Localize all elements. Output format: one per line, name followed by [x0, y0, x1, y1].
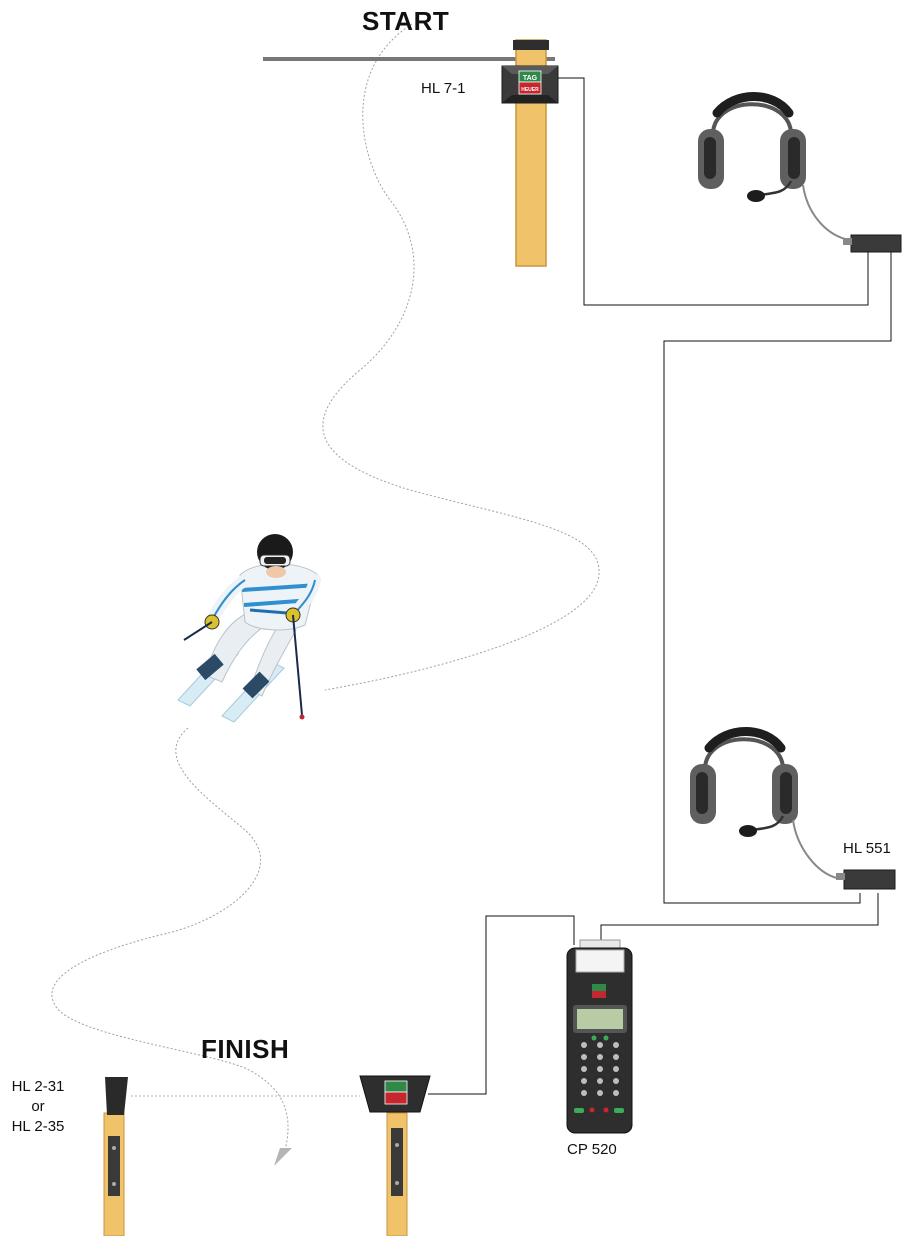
skier-figure — [178, 534, 318, 722]
cable-printer-to-finish — [428, 916, 574, 1094]
headset-junction-box-upper — [843, 235, 901, 252]
course-path-upper — [323, 24, 599, 690]
tag-heuer-logo-finish — [385, 1081, 407, 1104]
logo-top-text: TAG — [523, 75, 538, 82]
start-gate-bar — [263, 57, 555, 61]
finish-label: FINISH — [201, 1034, 289, 1065]
start-gate-label: HL 7-1 — [421, 80, 465, 97]
course-arrowhead — [274, 1148, 292, 1166]
hl551-junction-box — [836, 870, 895, 889]
course-path-lower — [52, 728, 288, 1150]
photocell-icon — [104, 1077, 128, 1236]
cables — [428, 78, 891, 1094]
printer-icon — [567, 940, 632, 1133]
tag-heuer-logo-printer — [592, 984, 606, 998]
start-label: START — [362, 6, 449, 37]
headset-icon — [698, 97, 845, 240]
finish-cell-label-line3: HL 2-35 — [8, 1117, 68, 1137]
finish-photocell-device — [360, 1076, 430, 1236]
headset-icon-lower — [690, 732, 837, 879]
tag-heuer-logo: TAG HEUER — [519, 71, 541, 94]
finish-cell-label-line1: HL 2-31 — [8, 1077, 68, 1097]
printer-label: CP 520 — [567, 1141, 617, 1158]
logo-bottom-text: HEUER — [521, 87, 539, 93]
finish-cell-label: HL 2-31 or HL 2-35 — [8, 1077, 68, 1137]
headset-box-label: HL 551 — [843, 840, 891, 857]
finish-cell-label-line2: or — [8, 1097, 68, 1117]
cable-hl551-to-printer — [601, 893, 878, 945]
start-gate-device: TAG HEUER — [502, 66, 558, 103]
